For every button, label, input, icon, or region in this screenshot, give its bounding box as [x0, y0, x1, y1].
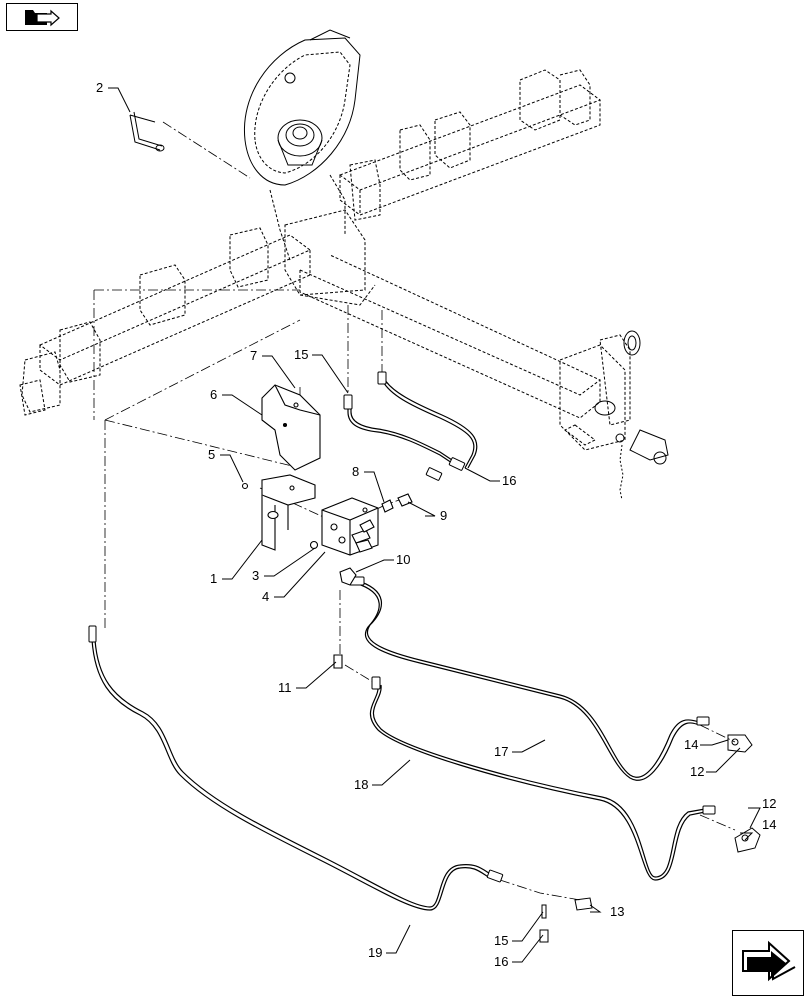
callout-8: 8 [352, 464, 359, 479]
toolbar-frame [19, 69, 631, 451]
next-page-arrow-icon [742, 940, 796, 982]
callout-10: 10 [396, 552, 410, 567]
next-page-button[interactable] [732, 930, 804, 996]
callout-9: 9 [440, 508, 447, 523]
hydraulic-hoses [91, 379, 706, 911]
callout-17: 15 [294, 347, 308, 362]
callout-14-upper: 14 [684, 737, 698, 752]
hitch-pin-assembly [594, 330, 669, 501]
callout-12-upper: 12 [690, 764, 704, 779]
hose-couplers [539, 734, 761, 943]
callout-11: 11 [278, 680, 292, 695]
callout-3: 3 [252, 568, 259, 583]
callout-16: 16 [494, 954, 508, 969]
callout-12-lower: 12 [762, 796, 776, 811]
callout-15: 15 [494, 933, 508, 948]
callout-5: 5 [208, 447, 215, 462]
callout-13: 13 [610, 904, 624, 919]
dash-dot-leaders [93, 121, 736, 901]
callout-1: 1 [210, 571, 217, 586]
callout-7: 7 [250, 348, 257, 363]
callout-2: 2 [96, 80, 103, 95]
folder-arrow-icon [25, 9, 60, 27]
callout-20: 18 [354, 777, 368, 792]
valve-assembly [241, 384, 413, 669]
callout-labels: 2 1 3 4 5 6 7 8 9 10 11 15 16 17 18 19 1… [96, 80, 776, 969]
callout-21: 19 [368, 945, 382, 960]
hose-fittings [88, 371, 716, 883]
fan-housing [243, 29, 361, 261]
u-bolt [129, 111, 165, 152]
callout-4: 4 [262, 589, 269, 604]
folder-nav-button[interactable] [6, 3, 78, 31]
callout-19: 17 [494, 744, 508, 759]
callout-leaders [108, 87, 761, 963]
callout-18: 16 [502, 473, 516, 488]
callout-6: 6 [210, 387, 217, 402]
callout-14-lower: 14 [762, 817, 776, 832]
